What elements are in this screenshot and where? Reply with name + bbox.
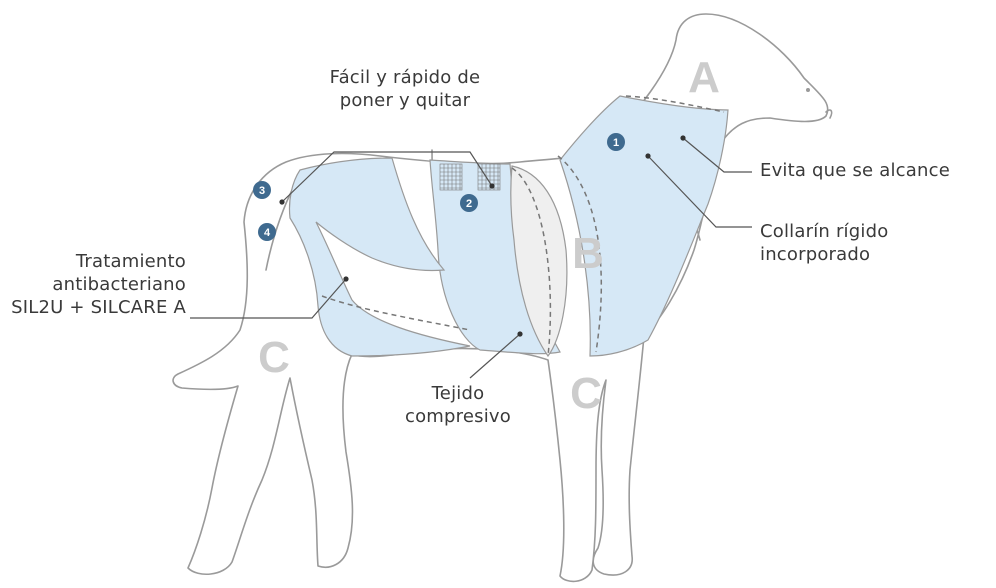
seam-lines (321, 95, 725, 357)
zone-label-a: A (688, 53, 720, 102)
svg-text:3: 3 (259, 185, 265, 197)
zone-label-c-tail: C (258, 333, 290, 382)
callout-easy-line-1: Fácil y rápido de (329, 67, 481, 88)
marker-3: 3 (253, 181, 271, 199)
callout-antibacterial-treatment: Tratamiento antibacteriano SIL2U + SILCA… (0, 250, 186, 319)
svg-text:1: 1 (613, 137, 619, 149)
zone-label-c-leg: C (570, 369, 602, 418)
zone-label-b: B (572, 229, 604, 278)
marker-1: 1 (607, 133, 625, 151)
collar-section (559, 95, 729, 357)
leader-dots (279, 135, 686, 337)
marker-2: 2 (460, 194, 478, 212)
leader-lines (190, 137, 752, 379)
callout-easy-on-off: Fácil y rápido de poner y quitar (302, 66, 508, 112)
callout-treatment-line-2: antibacteriano (52, 274, 186, 295)
marker-4: 4 (258, 223, 276, 241)
callout-reach-line-1: Evita que se alcance (760, 160, 950, 181)
leader-treatment (190, 278, 347, 319)
callout-prevents-reach: Evita que se alcance (760, 159, 950, 182)
leader-collar (647, 155, 752, 228)
callout-collar-line-1: Collarín rígido (760, 221, 889, 242)
svg-text:2: 2 (466, 198, 472, 210)
callout-treatment-line-3: SIL2U + SILCARE A (11, 297, 186, 318)
zone-b-area (510, 165, 568, 358)
callout-compressive-fabric: Tejido compresivo (392, 382, 524, 428)
numbered-markers: 1 2 3 4 (253, 133, 625, 241)
callout-easy-line-2: poner y quitar (339, 90, 471, 111)
garment (288, 95, 729, 357)
svg-text:4: 4 (264, 227, 271, 239)
callout-collar-line-2: incorporado (760, 244, 871, 265)
rear-panel (288, 157, 471, 357)
leader-fabric (469, 333, 521, 379)
leader-easy (281, 151, 493, 203)
callout-treatment-line-1: Tratamiento (75, 251, 186, 272)
leader-reach (682, 137, 752, 173)
callout-fabric-line-2: compresivo (405, 406, 511, 427)
callout-rigid-collar: Collarín rígido incorporado (760, 220, 888, 266)
callout-fabric-line-1: Tejido (431, 383, 485, 404)
